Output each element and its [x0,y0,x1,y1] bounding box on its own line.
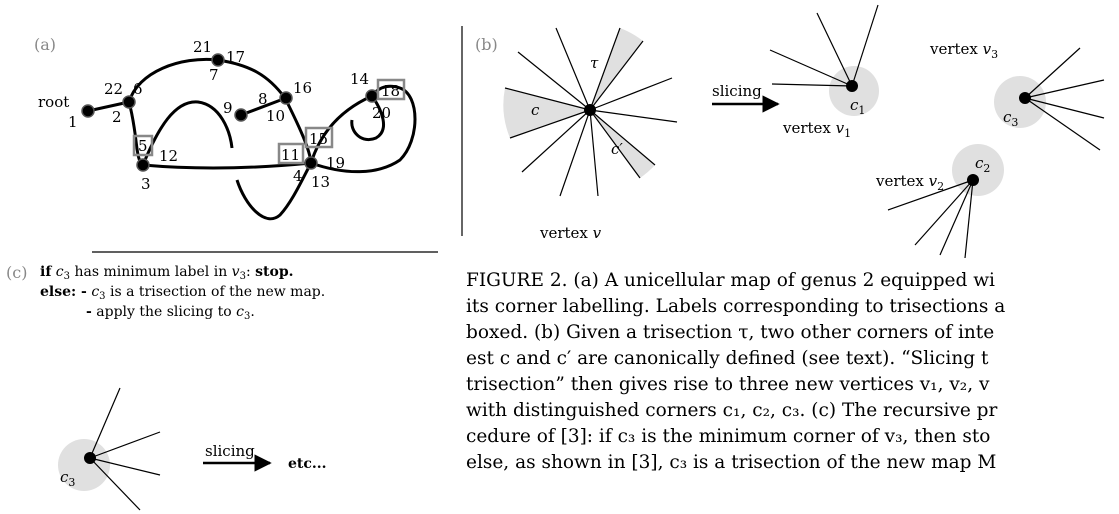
corner-tau-shade [590,28,643,110]
caption-line: boxed. (b) Given a trisection τ, two oth… [466,322,995,343]
vertex-v-edges [504,27,678,197]
panel-b-label: (b) [475,35,498,54]
corner-label: 17 [226,48,245,66]
vertex-c-edges [89,387,161,511]
corner-label: 7 [209,66,219,84]
caption-line: FIGURE 2. (a) A unicellular map of genus… [466,270,995,291]
c1-label: c1 [850,96,865,117]
panel-c-line-1: if c3 has minimum label in v3: stop. [40,264,294,282]
vertex [304,156,318,170]
corner-label: 12 [159,147,178,165]
vertex-v1-edges [769,4,879,87]
c-prime-label: c′ [611,140,623,158]
vertex [122,95,136,109]
c-label: c [531,101,540,119]
panel-c-line-3: - apply the slicing to c3. [86,304,255,322]
corner-cprime-shade [590,110,655,178]
corner-label: 8 [258,90,268,108]
tau-label: τ [590,54,599,72]
vertex-v2 [967,174,979,186]
corner-label-boxed: 11 [281,146,300,164]
c3-label: c3 [1003,108,1018,129]
corner-label: 3 [141,175,151,193]
panel-a: (a) [34,35,438,253]
vertex [279,91,293,105]
corner-label: 2 [112,108,122,126]
vertex-v-caption: vertex v [539,224,602,242]
caption-line: trisection” then gives rise to three new… [466,374,990,395]
panel-b: (b) τ c c′ vertex v slicing [475,4,1105,259]
vertex-v3 [1019,92,1031,104]
vertex-v2-edges [887,179,974,259]
corner-label: 1 [68,113,78,131]
corner-label: 14 [350,70,369,88]
corner-c3-shade [994,76,1046,128]
corner-label-boxed: 5 [138,137,148,155]
map-vertices [81,53,379,172]
slicing-label: slicing [712,82,762,100]
vertex-c [84,452,96,464]
caption-line: its corner labelling. Labels correspondi… [466,296,1006,317]
etc-label: etc... [288,456,327,472]
c3-label-c: c3 [60,468,75,489]
vertex-root [81,104,95,118]
figure-caption: FIGURE 2. (a) A unicellular map of genus… [466,268,1119,476]
vertex-v [584,104,596,116]
slicing-label-c: slicing [205,442,255,460]
c2-label: c2 [975,154,990,175]
root-label: root [38,93,69,111]
vertex-v2-caption: vertex v2 [875,172,944,193]
panel-c-line-2: else: - c3 is a trisection of the new ma… [40,284,325,302]
caption-line: cedure of [3]: if c₃ is the minimum corn… [466,426,991,447]
vertex-v3-edges [1024,47,1105,151]
vertex [365,89,379,103]
caption-line: else, as shown in [3], c₃ is a trisectio… [466,452,997,473]
corner-label-boxed: 18 [381,82,400,100]
vertex-v1-caption: vertex v1 [782,119,851,140]
vertex-v3-caption: vertex v3 [929,40,998,61]
corner-c-shade [503,88,590,138]
corner-label: 13 [311,173,330,191]
vertex-v1 [846,80,858,92]
corner-label: 4 [293,167,303,185]
corner-label: 20 [372,104,391,122]
corner-label: 19 [326,154,345,172]
panel-c-label: (c) [6,263,27,282]
panel-a-label: (a) [34,35,56,54]
corner-label: 6 [133,80,143,98]
corner-label: 22 [104,80,123,98]
caption-line: with distinguished corners c₁, c₂, c₃. (… [466,400,998,421]
caption-line: est c and c′ are canonically defined (se… [466,348,989,369]
corner-label-boxed: 15 [309,130,328,148]
corner-label: 16 [293,79,312,97]
corner-label: 9 [223,99,233,117]
panel-c: (c) if c3 has minimum label in v3: stop.… [6,263,327,511]
vertex [211,53,225,67]
trisection-boxes [132,78,406,165]
vertex [234,108,248,122]
corner-label: 10 [266,107,285,125]
corner-label: 21 [193,38,212,56]
corner-c3-shade-c [58,439,110,491]
vertex [136,158,150,172]
